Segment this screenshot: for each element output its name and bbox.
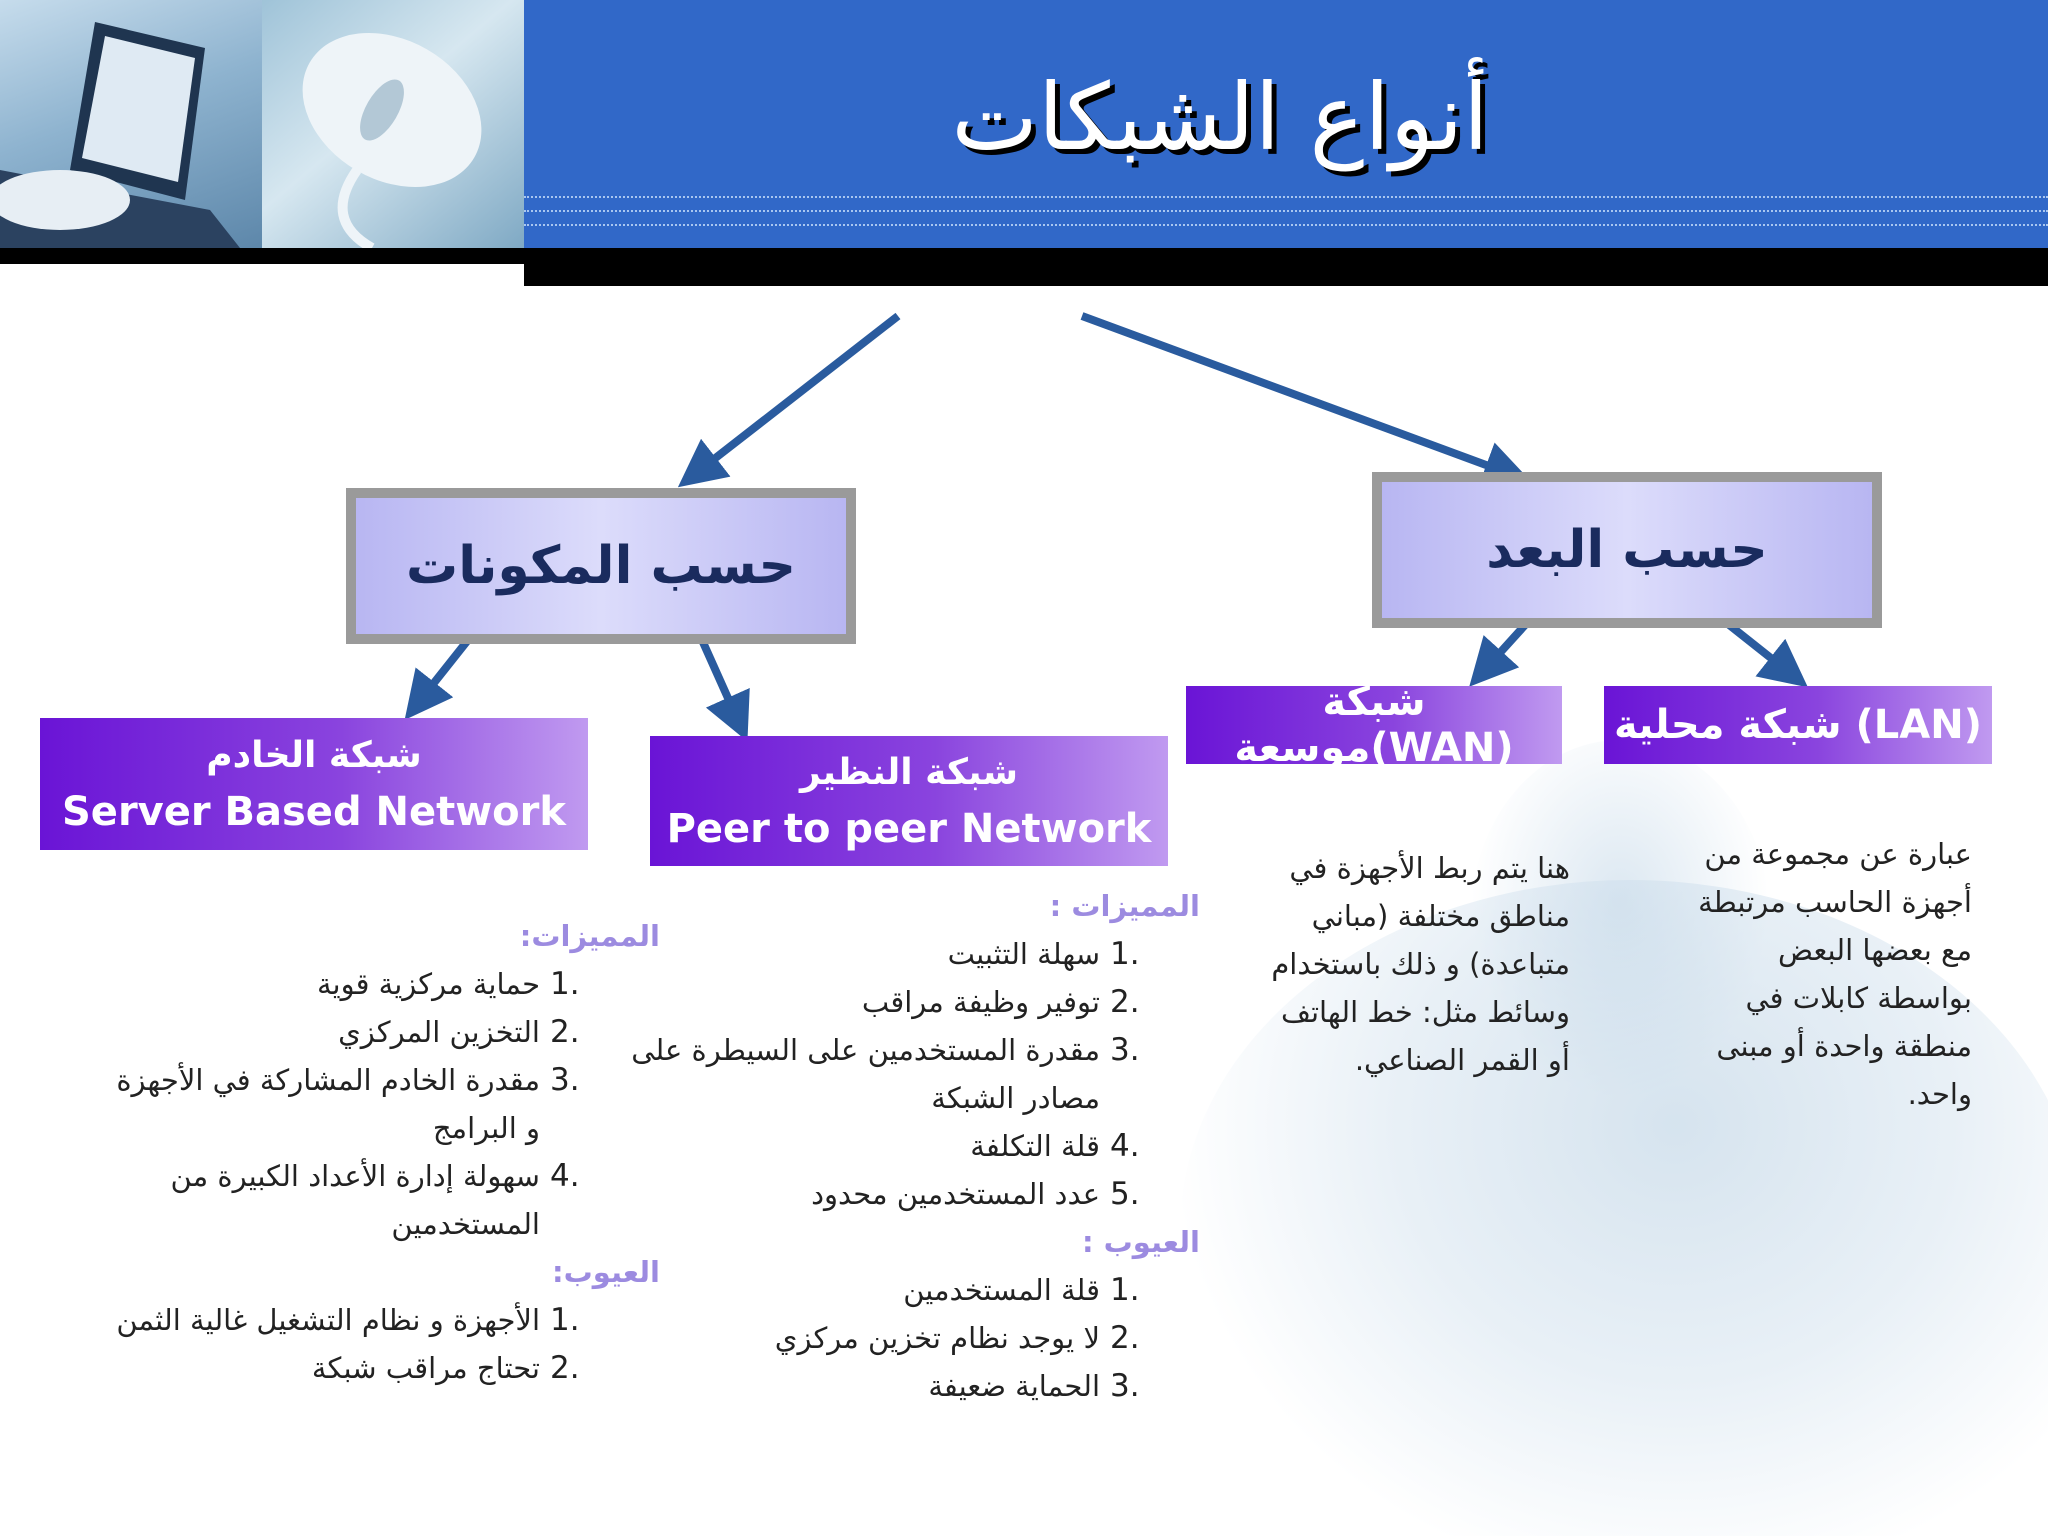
list-item: 2. التخزين المركزي xyxy=(100,1008,660,1056)
header-bar xyxy=(524,0,2048,248)
list-number: 2. xyxy=(1110,984,1140,1020)
list-number: 1. xyxy=(550,966,580,1002)
server-disadvantages-heading: العيوب: xyxy=(552,1255,660,1289)
list-item: 2. لا يوجد نظام تخزين مركزي xyxy=(600,1314,1200,1362)
server-label-en: Server Based Network xyxy=(62,789,566,835)
server-label-ar: شبكة الخادم xyxy=(206,735,422,776)
mouse-photo xyxy=(262,0,524,248)
list-number: 3. xyxy=(550,1062,580,1098)
wan-type-box: شبكة موسعة(WAN) xyxy=(1186,679,1562,771)
list-text: قلة المستخدمين xyxy=(903,1273,1100,1307)
list-text: لا يوجد نظام تخزين مركزي xyxy=(774,1321,1100,1355)
slide-title: أنواع الشبكات xyxy=(951,64,1489,171)
list-text: الأجهزة و نظام التشغيل غالية الثمن xyxy=(116,1303,540,1337)
peer-advantages-heading: المميزات : xyxy=(1049,889,1200,923)
list-number: 4. xyxy=(1110,1128,1140,1164)
peer-label-en: Peer to peer Network xyxy=(666,806,1152,852)
server-advantages-heading: المميزات: xyxy=(519,919,660,953)
list-item: 4. قلة التكلفة xyxy=(600,1122,1200,1170)
wan-label: شبكة موسعة(WAN) xyxy=(1234,679,1514,771)
list-text: سهلة التثبيت xyxy=(947,937,1100,971)
lan-type-box: شبكة محلية (LAN) xyxy=(1604,686,1992,764)
list-item: 1. حماية مركزية قوية xyxy=(100,960,660,1008)
wan-description: هنا يتم ربط الأجهزة في مناطق مختلفة (مبا… xyxy=(1271,851,1570,1077)
list-text: سهولة إدارة الأعداد الكبيرة من المستخدمي… xyxy=(170,1159,540,1241)
list-item: 1. قلة المستخدمين xyxy=(600,1266,1200,1314)
list-text: مقدرة المستخدمين على السيطرة على مصادر ا… xyxy=(631,1033,1100,1115)
peer-details: المميزات : 1. سهلة التثبيت 2. توفير وظيفة … xyxy=(600,882,1200,1410)
server-disadvantages-list: 1. الأجهزة و نظام التشغيل غالية الثمن 2. ت… xyxy=(100,1296,660,1392)
list-item: 5. عدد المستخدمين محدود xyxy=(600,1170,1200,1218)
list-number: 3. xyxy=(1110,1368,1140,1404)
arrow-to-lan xyxy=(1725,620,1808,688)
arrow-to-peer xyxy=(698,638,750,742)
background-figure xyxy=(1180,880,2048,1536)
list-number: 2. xyxy=(1110,1320,1140,1356)
header-underline xyxy=(524,248,2048,286)
arrow-to-components xyxy=(677,312,901,488)
mouse-icon xyxy=(302,32,482,248)
server-advantages-list: 1. حماية مركزية قوية 2. التخزين المركزي 3.… xyxy=(100,960,660,1248)
header-dotted-line xyxy=(524,196,2048,198)
arrow-to-server xyxy=(404,637,472,720)
laptop-icon xyxy=(0,22,240,248)
list-text: حماية مركزية قوية xyxy=(316,967,540,1001)
server-details: المميزات: 1. حماية مركزية قوية 2. التخزين … xyxy=(100,912,660,1392)
header-dotted-line xyxy=(524,210,2048,212)
list-item: 3. الحماية ضعيفة xyxy=(600,1362,1200,1410)
list-item: 4. سهولة إدارة الأعداد الكبيرة من المستخد… xyxy=(100,1152,660,1248)
laptop-photo xyxy=(0,0,262,248)
list-text: قلة التكلفة xyxy=(970,1129,1100,1163)
list-text: مقدرة الخادم المشاركة في الأجهزة و البرا… xyxy=(116,1063,540,1145)
peer-advantages-list: 1. سهلة التثبيت 2. توفير وظيفة مراقب 3. مقد… xyxy=(600,930,1200,1218)
list-number: 3. xyxy=(1110,1032,1140,1068)
category-distance-box: حسب البعد xyxy=(1372,472,1882,628)
header-dotted-line xyxy=(524,224,2048,226)
list-item: 3. مقدرة الخادم المشاركة في الأجهزة و الب… xyxy=(100,1056,660,1152)
list-text: الحماية ضعيفة xyxy=(928,1369,1100,1403)
list-number: 1. xyxy=(550,1302,580,1338)
list-item: 2. توفير وظيفة مراقب xyxy=(600,978,1200,1026)
peer-type-box: شبكة النظير Peer to peer Network xyxy=(650,736,1168,866)
arrow-to-wan xyxy=(1469,621,1529,687)
list-number: 1. xyxy=(1110,936,1140,972)
arrow-to-distance xyxy=(1080,312,1532,488)
lan-description: عبارة عن مجموعة من أجهزة الحاسب مرتبطة م… xyxy=(1698,837,1972,1111)
list-text: عدد المستخدمين محدود xyxy=(811,1177,1100,1211)
list-number: 4. xyxy=(550,1158,580,1194)
list-item: 1. سهلة التثبيت xyxy=(600,930,1200,978)
list-number: 2. xyxy=(550,1350,580,1386)
peer-disadvantages-list: 1. قلة المستخدمين 2. لا يوجد نظام تخزين مر… xyxy=(600,1266,1200,1410)
list-text: تحتاج مراقب شبكة xyxy=(311,1351,540,1385)
list-number: 1. xyxy=(1110,1272,1140,1308)
list-number: 2. xyxy=(550,1014,580,1050)
list-item: 2. تحتاج مراقب شبكة xyxy=(100,1344,660,1392)
category-components-box: حسب المكونات xyxy=(346,488,856,644)
list-item: 3. مقدرة المستخدمين على السيطرة على مصادر… xyxy=(600,1026,1200,1122)
peer-disadvantages-heading: العيوب : xyxy=(1081,1225,1200,1259)
header-underline xyxy=(0,248,524,264)
list-text: التخزين المركزي xyxy=(338,1015,540,1049)
list-number: 5. xyxy=(1110,1176,1140,1212)
list-text: توفير وظيفة مراقب xyxy=(861,985,1100,1019)
server-type-box: شبكة الخادم Server Based Network xyxy=(40,718,588,850)
lan-label: شبكة محلية (LAN) xyxy=(1613,702,1983,748)
peer-label-ar: شبكة النظير xyxy=(799,752,1019,793)
list-item: 1. الأجهزة و نظام التشغيل غالية الثمن xyxy=(100,1296,660,1344)
